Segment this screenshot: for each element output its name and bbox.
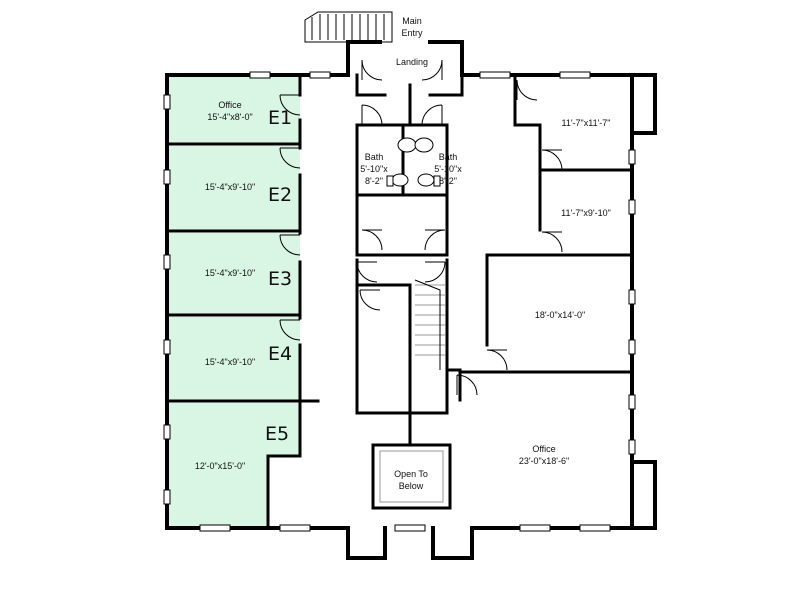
label-bath1-dim2: 8'-2" xyxy=(365,176,383,186)
label-main-entry-1: Main xyxy=(402,16,422,26)
label-bath2-dim2: 8'-2" xyxy=(439,176,457,186)
label-office-se-dim: 23'-0"x18'-6" xyxy=(519,456,569,466)
label-main-entry-2: Entry xyxy=(401,28,423,38)
label-e5-dim: 12'-0"x15'-0" xyxy=(195,461,245,471)
label-e4-tag: E4 xyxy=(268,343,292,365)
label-room-ne-dim: 11'-7"x11'-7" xyxy=(561,118,610,128)
label-e1-tag: E1 xyxy=(268,107,292,129)
label-room-conf-dim: 18'-0"x14'-0" xyxy=(535,310,585,320)
label-e4-dim: 15'-4"x9'-10" xyxy=(205,357,255,367)
label-e2-tag: E2 xyxy=(268,184,292,206)
bath-fixtures xyxy=(386,137,441,187)
label-office-se-name: Office xyxy=(532,444,555,454)
label-bath1-dim1: 5'-10"x xyxy=(360,164,388,174)
label-bath1-name: Bath xyxy=(365,152,384,162)
label-landing: Landing xyxy=(396,57,428,67)
room-labels: Main Entry Landing Office 15'-4"x8'-0" E… xyxy=(195,16,611,491)
label-e3-tag: E3 xyxy=(268,268,292,290)
entry-stair xyxy=(304,11,393,43)
suite-e3-fill xyxy=(167,233,300,314)
suite-e4-fill xyxy=(167,317,300,400)
open-to-below xyxy=(371,443,452,510)
interior-stair xyxy=(414,279,445,370)
label-open-1: Open To xyxy=(394,469,428,479)
label-e1-name: Office xyxy=(218,100,241,110)
suite-e1-fill xyxy=(167,75,300,143)
label-bath2-name: Bath xyxy=(439,152,458,162)
doors xyxy=(279,59,563,396)
label-room-e-dim: 11'-7"x9'-10" xyxy=(561,208,611,218)
suite-e2-fill xyxy=(167,146,300,230)
label-open-2: Below xyxy=(399,481,424,491)
label-e1-dim: 15'-4"x8'-0" xyxy=(207,112,252,122)
label-e3-dim: 15'-4"x9'-10" xyxy=(205,268,255,278)
interior-walls xyxy=(165,73,634,530)
label-bath2-dim1: 5'-10"x xyxy=(434,164,462,174)
label-e2-dim: 15'-4"x9'-10" xyxy=(205,182,255,192)
suite-highlights xyxy=(167,75,300,528)
windows xyxy=(163,71,636,532)
label-e5-tag: E5 xyxy=(265,423,289,445)
